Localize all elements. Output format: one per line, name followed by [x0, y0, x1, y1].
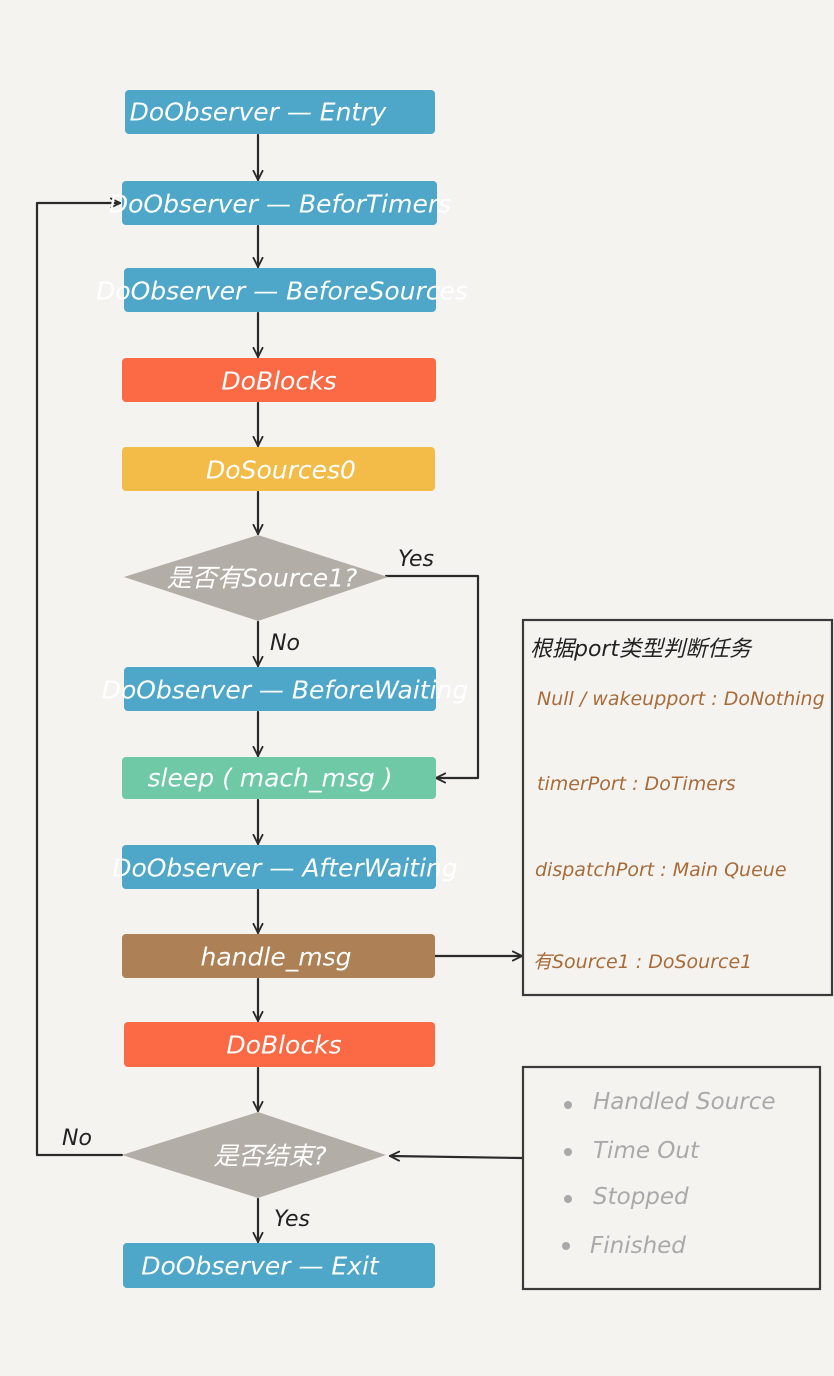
decision-is-finished: 是否结束?	[122, 1112, 386, 1198]
reason-item-1: Time Out	[593, 1138, 700, 1164]
reason-bullet-1	[564, 1148, 572, 1156]
reason-bullet-3	[562, 1242, 570, 1250]
node-do-blocks-1: DoBlocks	[122, 358, 436, 402]
node-entry-box	[125, 90, 435, 134]
node-entry: DoObserver — Entry	[125, 90, 435, 134]
port-panel-border	[521, 618, 834, 997]
edge-finished-no-loop	[35, 197, 124, 1157]
edge-label-source1-no: No	[270, 631, 300, 656]
node-before-sources-box	[124, 268, 436, 312]
exit-reasons-border	[521, 1065, 822, 1291]
exit-reasons-panel: Handled Source Time Out Stopped Finished	[521, 1065, 822, 1291]
port-panel-item-1: timerPort : DoTimers	[537, 773, 736, 795]
node-do-sources0-label: DoSources0	[206, 456, 356, 485]
reason-bullet-2	[564, 1195, 572, 1203]
node-handle-msg-label: handle_msg	[201, 943, 352, 972]
node-before-waiting-box	[124, 667, 436, 711]
reason-item-0: Handled Source	[593, 1089, 776, 1115]
node-exit-box	[123, 1243, 435, 1288]
port-panel-item-0: Null / wakeupport : DoNothing	[537, 688, 825, 710]
decision-has-source1-shape	[124, 535, 388, 621]
node-before-waiting-label: DoObserver — BeforeWaiting	[102, 676, 469, 705]
port-panel: 根据port类型判断任务 Null / wakeupport : DoNothi…	[521, 618, 834, 997]
node-after-waiting: DoObserver — AfterWaiting	[112, 845, 458, 889]
node-sleep-label: sleep ( mach_msg )	[148, 764, 393, 793]
node-do-sources0-box	[122, 447, 435, 491]
edge-label-finished-yes: Yes	[274, 1207, 310, 1232]
node-entry-label: DoObserver — Entry	[130, 98, 388, 127]
node-do-blocks-1-label: DoBlocks	[221, 367, 336, 396]
edge-label-source1-yes: Yes	[398, 547, 434, 572]
connectors	[35, 133, 524, 1244]
node-do-blocks-1-box	[122, 358, 436, 402]
node-after-waiting-label: DoObserver — AfterWaiting	[112, 854, 458, 883]
node-before-waiting: DoObserver — BeforeWaiting	[102, 667, 469, 711]
node-before-timers: DoObserver — BeforTimers	[109, 181, 451, 225]
reason-item-3: Finished	[590, 1233, 686, 1259]
node-before-sources-label: DoObserver — BeforeSources	[96, 277, 468, 306]
reason-item-2: Stopped	[593, 1184, 689, 1210]
node-do-sources0: DoSources0	[122, 447, 435, 491]
reason-bullet-0	[564, 1101, 572, 1109]
node-do-blocks-2-label: DoBlocks	[226, 1031, 341, 1060]
port-panel-item-3: 有Source1 : DoSource1	[533, 951, 752, 973]
port-panel-item-2: dispatchPort : Main Queue	[535, 859, 787, 881]
decision-is-finished-label: 是否结束?	[213, 1142, 326, 1171]
node-sleep: sleep ( mach_msg )	[122, 757, 436, 799]
node-after-waiting-box	[122, 845, 436, 889]
node-before-timers-box	[122, 181, 437, 225]
decision-has-source1-label: 是否有Source1?	[167, 564, 358, 593]
edge-reasons-to-finished	[388, 1150, 524, 1162]
edge-decision-yes-to-sleep	[384, 574, 480, 784]
node-sleep-box	[122, 757, 436, 799]
edge-label-finished-no: No	[62, 1126, 92, 1151]
node-exit: DoObserver — Exit	[123, 1243, 435, 1288]
node-do-blocks-2-box	[124, 1022, 435, 1067]
node-before-timers-label: DoObserver — BeforTimers	[109, 190, 451, 219]
node-handle-msg: handle_msg	[122, 934, 435, 978]
node-handle-msg-box	[122, 934, 435, 978]
node-exit-label: DoObserver — Exit	[141, 1252, 380, 1281]
decision-has-source1: 是否有Source1?	[124, 535, 388, 621]
port-panel-title: 根据port类型判断任务	[530, 637, 753, 662]
node-before-sources: DoObserver — BeforeSources	[96, 268, 468, 312]
node-do-blocks-2: DoBlocks	[124, 1022, 435, 1067]
decision-is-finished-shape	[122, 1112, 386, 1198]
